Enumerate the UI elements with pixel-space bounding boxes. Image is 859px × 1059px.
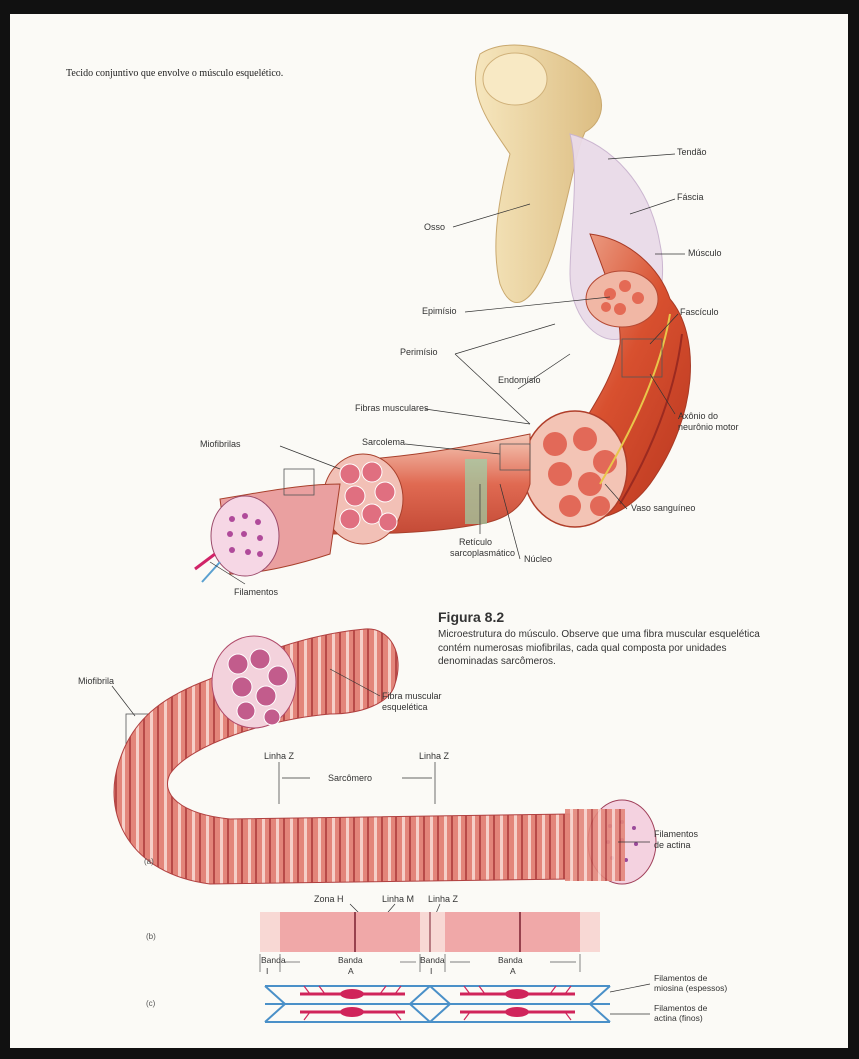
label-linha-z-1: Linha Z: [264, 751, 294, 761]
label-zona-h: Zona H: [314, 894, 344, 904]
label-sarcolema: Sarcolema: [362, 437, 405, 447]
label-axonio-1: Axônio do: [678, 411, 718, 421]
label-filamentos: Filamentos: [234, 587, 278, 597]
label-banda-i-1: Banda: [261, 956, 286, 966]
filament-diagram: [265, 984, 650, 1022]
label-axonio-2: neurônio motor: [678, 422, 739, 432]
label-fascia: Fáscia: [677, 192, 704, 202]
label-fibra-muscular-1: Fibra muscular: [382, 691, 442, 701]
label-banda-i-1b: I: [266, 967, 268, 977]
label-fibra-muscular-2: esquelética: [382, 702, 428, 712]
label-banda-a-1: Banda: [338, 956, 363, 966]
diagram-page: Tecido conjuntivo que envolve o músculo …: [10, 14, 848, 1048]
label-filamentos-actina-1: Filamentos: [654, 829, 698, 839]
figure-title: Figura 8.2: [438, 609, 504, 625]
label-banda-a-2: Banda: [498, 956, 523, 966]
label-actina-2: actina (finos): [654, 1014, 703, 1024]
label-miofibrilas: Miofibrilas: [200, 439, 241, 449]
label-reticulo-2: sarcoplasmático: [450, 548, 515, 558]
label-linha-m: Linha M: [382, 894, 414, 904]
panel-label-b: (b): [146, 932, 156, 941]
label-osso: Osso: [424, 222, 445, 232]
label-reticulo-1: Retículo: [459, 537, 492, 547]
label-epimisio: Epimísio: [422, 306, 457, 316]
label-sarcomero: Sarcômero: [328, 773, 372, 783]
label-musculo: Músculo: [688, 248, 722, 258]
label-perimisio: Perimísio: [400, 347, 438, 357]
label-banda-a-1b: A: [348, 967, 354, 977]
label-filamentos-actina-2: de actina: [654, 840, 691, 850]
label-vaso: Vaso sanguíneo: [631, 503, 695, 513]
label-linha-z-2: Linha Z: [419, 751, 449, 761]
label-endomisio: Endomísio: [498, 375, 541, 385]
label-linha-z-3: Linha Z: [428, 894, 458, 904]
panel-label-c: (c): [146, 999, 155, 1008]
label-banda-a-2b: A: [510, 967, 516, 977]
figure-caption: Microestrutura do músculo. Observe que u…: [438, 628, 768, 669]
label-tendao: Tendão: [677, 147, 707, 157]
label-miofibrila: Miofibrila: [78, 676, 114, 686]
label-banda-i-2: Banda: [420, 956, 445, 966]
panel-label-a: (a): [144, 857, 154, 866]
header-caption: Tecido conjuntivo que envolve o músculo …: [66, 68, 283, 79]
label-nucleo: Núcleo: [524, 554, 552, 564]
label-banda-i-2b: I: [430, 967, 432, 977]
label-fasciculo: Fascículo: [680, 307, 719, 317]
label-fibras-musculares: Fibras musculares: [355, 403, 429, 413]
muscle-illustration: [10, 14, 848, 1048]
label-miosina-2: miosina (espessos): [654, 984, 727, 994]
